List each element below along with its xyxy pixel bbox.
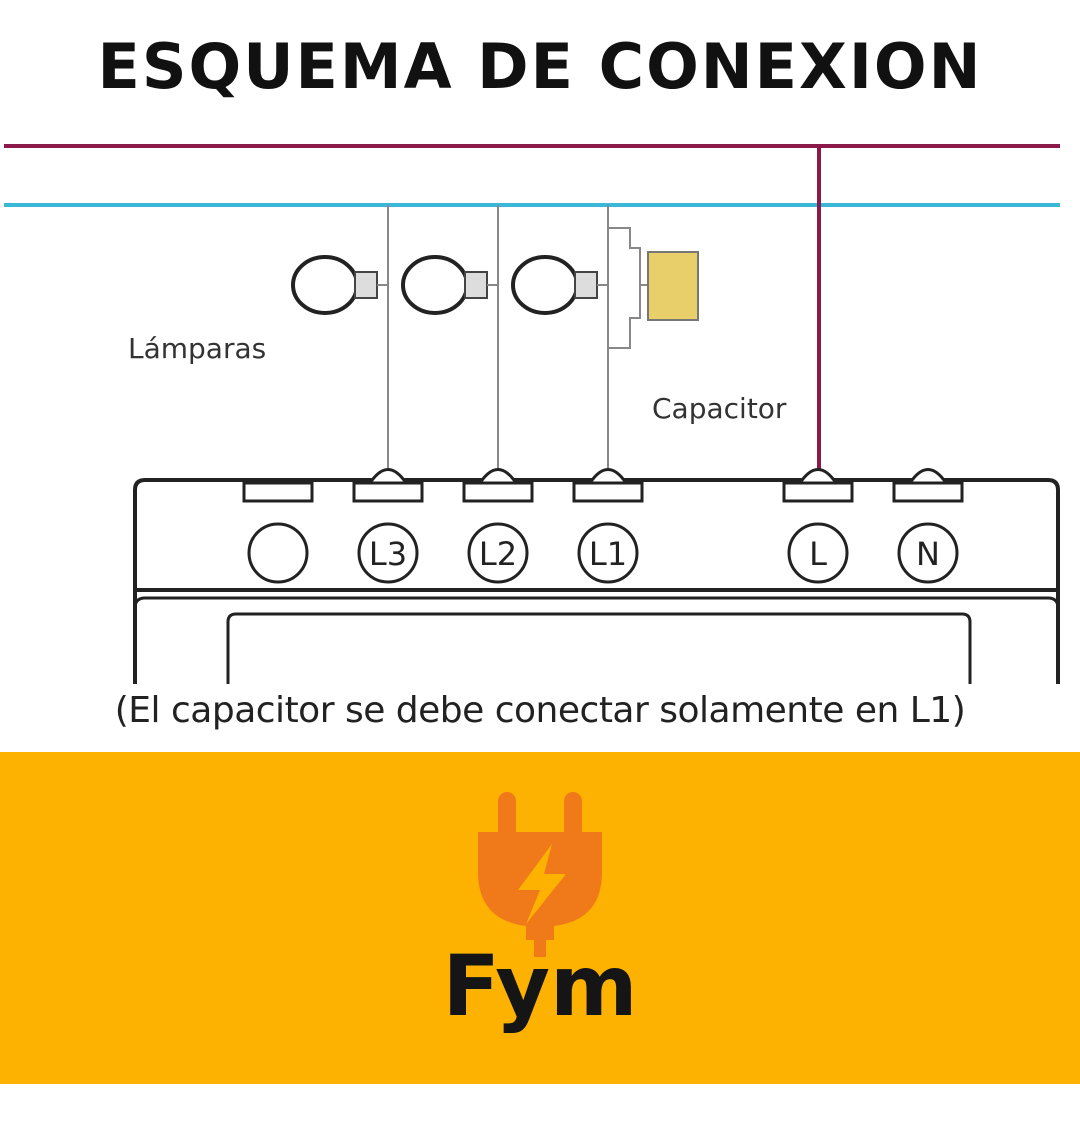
- terminal-label-l: L: [809, 535, 827, 573]
- brand-name: Fym: [442, 937, 638, 1035]
- terminal-label-l3: L3: [369, 535, 407, 573]
- lamp-feed-wires: [387, 205, 648, 470]
- terminal-circle-n: [897, 522, 959, 584]
- lamp-l1: [511, 255, 608, 315]
- terminal-screws: [242, 468, 964, 503]
- terminal-label-l1: L1: [589, 535, 627, 573]
- terminal-circle-l2: [467, 522, 529, 584]
- capacitor-label: Capacitor: [652, 392, 787, 425]
- device-display-frame: [226, 612, 972, 684]
- lamp-l3: [291, 255, 388, 315]
- terminal-circle-blank: [247, 522, 309, 584]
- brand-band: Fym: [0, 752, 1080, 1084]
- plug-lightning-icon: [478, 792, 602, 957]
- terminal-circle-l: [787, 522, 849, 584]
- capacitor: [647, 251, 699, 321]
- terminal-label-l2: L2: [479, 535, 517, 573]
- device-lower-panel: [133, 596, 1060, 684]
- page-title: ESQUEMA DE CONEXION: [97, 30, 983, 103]
- terminal-circle-l3: [357, 522, 419, 584]
- terminal-circle-l1: [577, 522, 639, 584]
- lamp-l2: [401, 255, 498, 315]
- diagram-caption: (El capacitor se debe conectar solamente…: [114, 690, 966, 731]
- connection-diagram: Lámparas Capacitor L3 L2 L1 L N: [4, 144, 1060, 684]
- lamps-label: Lámparas: [128, 332, 266, 365]
- terminal-label-n: N: [916, 535, 940, 573]
